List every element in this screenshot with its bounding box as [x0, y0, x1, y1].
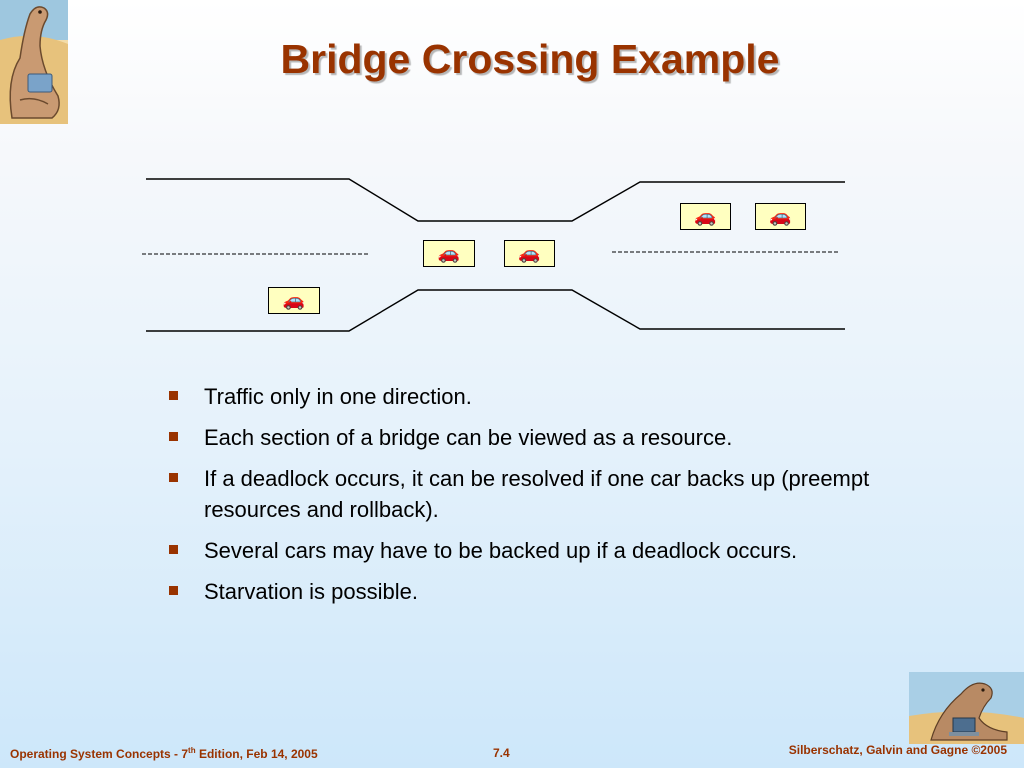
- bullet-list: Traffic only in one direction. Each sect…: [167, 381, 887, 617]
- car-icon: 🚗: [504, 240, 555, 267]
- car-icon: 🚗: [268, 287, 320, 314]
- page-number: 7.4: [493, 746, 510, 760]
- bullet-item: Each section of a bridge can be viewed a…: [167, 422, 887, 453]
- car-icon: 🚗: [423, 240, 475, 267]
- bullet-text: Several cars may have to be backed up if…: [204, 538, 798, 563]
- bullet-square-icon: [169, 391, 178, 400]
- bullet-item: Several cars may have to be backed up if…: [167, 535, 887, 566]
- bullet-text: If a deadlock occurs, it can be resolved…: [204, 466, 870, 522]
- bullet-item: Traffic only in one direction.: [167, 381, 887, 412]
- car-icon: 🚗: [755, 203, 806, 230]
- bullet-text: Starvation is possible.: [204, 579, 418, 604]
- footer-book-prefix: Operating System Concepts - 7: [10, 747, 189, 761]
- car-icon: 🚗: [680, 203, 731, 230]
- bullet-square-icon: [169, 586, 178, 595]
- dinosaur-laptop-icon: [909, 672, 1024, 744]
- bullet-square-icon: [169, 545, 178, 554]
- slide-title: Bridge Crossing Example: [280, 36, 780, 82]
- bullet-text: Each section of a bridge can be viewed a…: [204, 425, 733, 450]
- footer-book-suffix: Edition, Feb 14, 2005: [195, 747, 318, 761]
- footer-book-sup: th: [188, 746, 196, 755]
- bullet-text: Traffic only in one direction.: [204, 384, 472, 409]
- dinosaur-reading-icon: [0, 0, 68, 124]
- footer-authors: Silberschatz, Galvin and Gagne ©2005: [788, 743, 1007, 757]
- footer-book-info: Operating System Concepts - 7th Edition,…: [10, 746, 318, 761]
- bridge-bottom-road-edge: [146, 289, 845, 332]
- bullet-item: If a deadlock occurs, it can be resolved…: [167, 463, 887, 525]
- bullet-square-icon: [169, 432, 178, 441]
- bullet-square-icon: [169, 473, 178, 482]
- bullet-item: Starvation is possible.: [167, 576, 887, 607]
- bridge-top-road-edge: [146, 178, 845, 222]
